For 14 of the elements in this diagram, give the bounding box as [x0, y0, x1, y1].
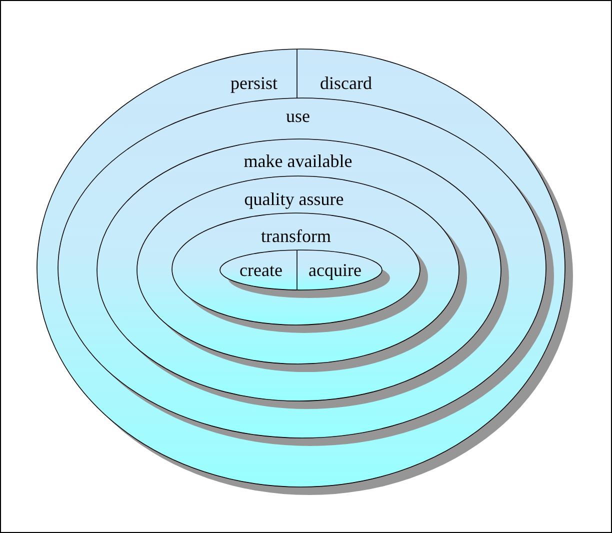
ellipse-band [171, 212, 429, 334]
layer-label: create [240, 260, 282, 280]
layer-label: acquire [308, 260, 362, 280]
ellipse-band [136, 175, 468, 373]
layer-label: transform [261, 226, 331, 246]
layer-label: persist [230, 73, 278, 93]
layer-label: make available [244, 151, 352, 171]
ellipse-band [57, 97, 555, 447]
core-ellipse [219, 249, 391, 299]
outer-ellipse-band [36, 48, 574, 496]
ellipse-band [96, 138, 510, 410]
layer-label: discard [320, 73, 372, 93]
layer-label: use [286, 106, 310, 126]
layer-label: quality assure [244, 189, 344, 209]
